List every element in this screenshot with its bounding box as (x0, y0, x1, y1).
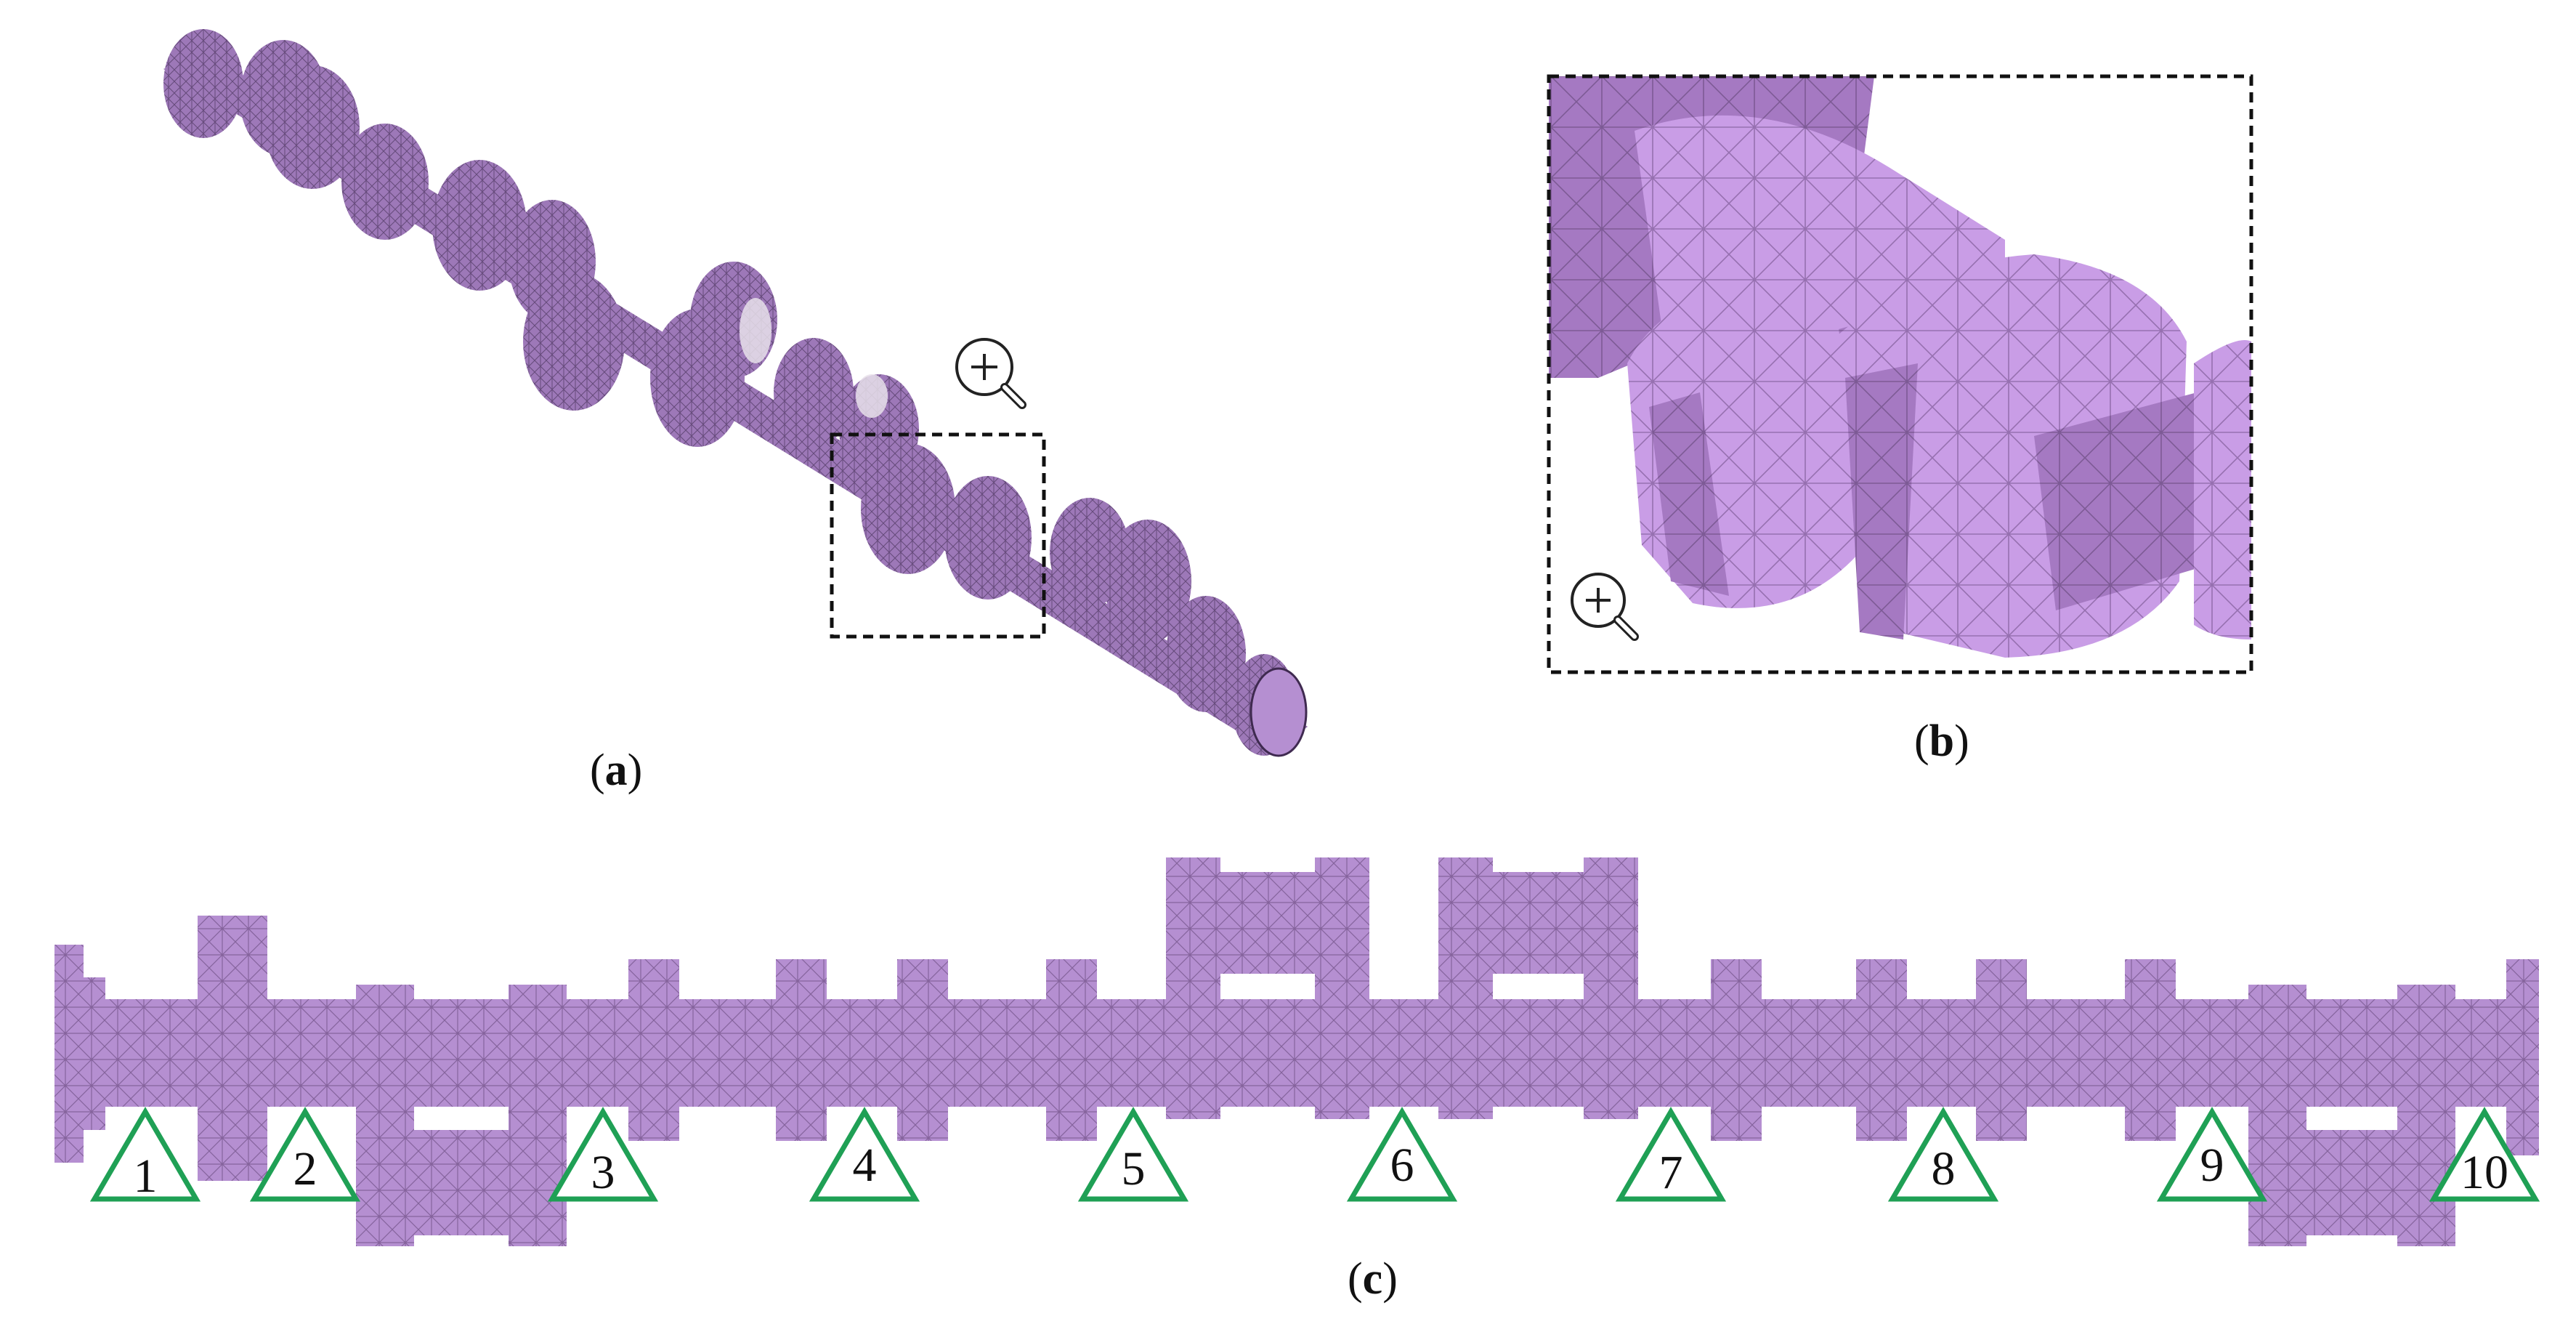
crankshaft-side-view (54, 857, 2539, 1246)
marker-label: 4 (853, 1139, 877, 1192)
bearing-markers: 1 2 3 4 5 6 7 8 (89, 1107, 2540, 1203)
marker-label: 1 (134, 1150, 158, 1203)
marker-label: 2 (293, 1142, 317, 1195)
panel-label-a: (a) (590, 746, 643, 795)
bearing-marker-1: 1 (89, 1107, 201, 1203)
bearing-marker-5: 5 (1077, 1107, 1189, 1202)
crank-pin-upper (1493, 872, 1584, 974)
crank-webs (163, 29, 1308, 757)
zoom-region-box (830, 432, 1046, 639)
panel-label-c: (c) (1348, 1254, 1398, 1304)
bearing-marker-2: 2 (249, 1107, 361, 1202)
zoom-in-magnifier-icon (1571, 573, 1639, 641)
zoom-in-magnifier-icon (955, 338, 1026, 409)
marker-label: 6 (1390, 1139, 1414, 1192)
marker-label: 9 (2200, 1139, 2224, 1192)
crank-pin-upper (1220, 872, 1315, 974)
bearing-marker-9: 9 (2156, 1107, 2268, 1202)
crank-pin-lower (414, 1130, 509, 1235)
zoom-detail-frame (1547, 74, 2253, 674)
marker-label: 8 (1932, 1142, 1956, 1195)
crank-webs-side (198, 857, 2455, 1246)
panel-label-b: (b) (1914, 717, 1969, 766)
crankshaft-isometric-view (163, 29, 1308, 757)
crank-pin-lower (2306, 1130, 2397, 1235)
bearing-marker-6: 6 (1346, 1107, 1458, 1202)
bearing-marker-8: 8 (1887, 1107, 1999, 1202)
zoomed-detail-view (1547, 74, 2253, 674)
bearing-marker-4: 4 (809, 1107, 920, 1202)
marker-label: 5 (1122, 1142, 1146, 1195)
bearing-marker-10: 10 (2429, 1107, 2540, 1202)
marker-label: 7 (1659, 1146, 1683, 1199)
marker-label: 3 (591, 1146, 615, 1199)
bearing-marker-3: 3 (547, 1107, 659, 1202)
marker-label: 10 (2460, 1146, 2508, 1199)
bearing-marker-7: 7 (1615, 1107, 1727, 1202)
